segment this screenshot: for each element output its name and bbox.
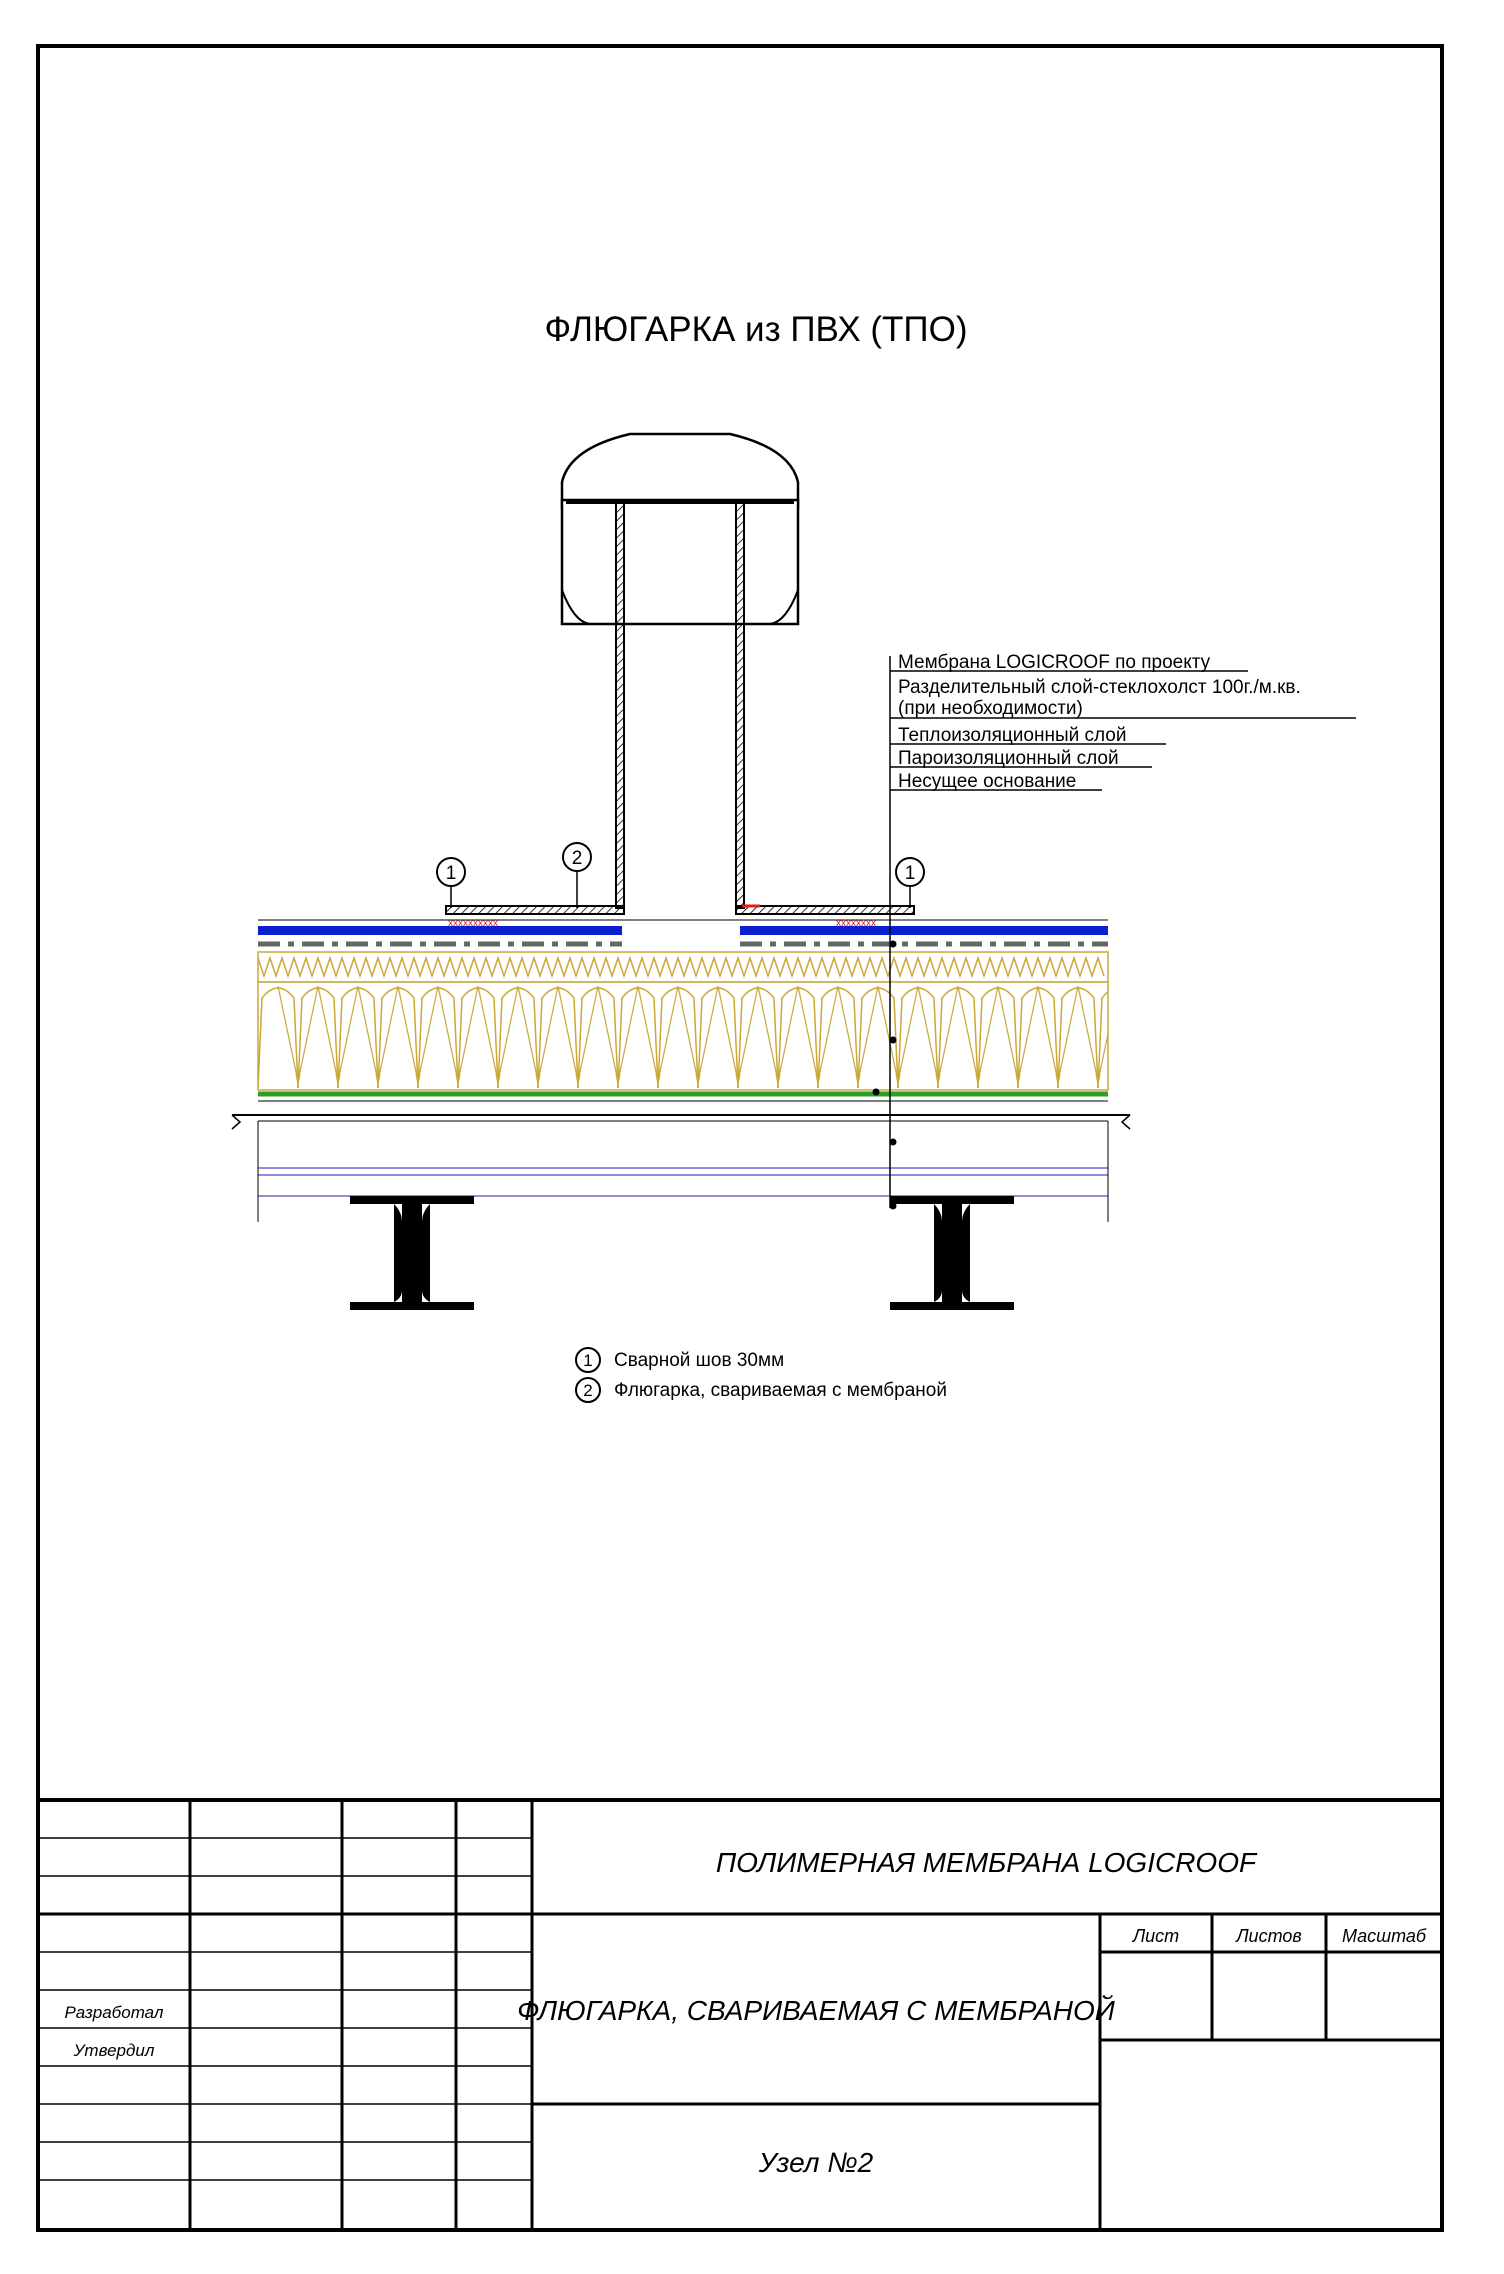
layer-label-deck: Несущее основание [898, 771, 1076, 792]
layer-label-vapour: Пароизоляционный слой [898, 748, 1119, 769]
insulation-board-top [257, 951, 1109, 983]
roof-section: xxxxxxxxxx xxxxxxxx Мембрана LOGICROOF п… [231, 432, 1356, 1310]
weld-marks-left: xxxxxxxxxx [448, 918, 498, 929]
stamp-sheet-label: Лист [1132, 1926, 1179, 1946]
stamp-scale-label: Масштаб [1342, 1926, 1427, 1946]
svg-text:1: 1 [446, 863, 457, 884]
insulation-layer [257, 981, 1109, 1091]
layer-leader [872, 656, 897, 1210]
i-beam-right [890, 1196, 1014, 1310]
weld-marks-right: xxxxxxxx [836, 918, 876, 929]
legend-num-1: 1 [583, 1351, 592, 1370]
drawing-title: ФЛЮГАРКА из ПВХ (ТПО) [545, 310, 968, 349]
vent-flange-right [735, 905, 915, 915]
title-block [38, 1798, 1442, 2230]
vent-pipe-right-wall [735, 499, 745, 909]
callout-2: 2 [562, 842, 592, 908]
legend-num-circle-1 [575, 1347, 601, 1373]
i-beam-left [350, 1196, 474, 1310]
stamp-node: Узел №2 [758, 2147, 874, 2178]
sheet-frame [36, 44, 1444, 2232]
stamp-developed-label: Разработал [64, 2003, 163, 2022]
vent-pipe-left-wall [615, 499, 625, 909]
legend-text-2: Флюгарка, свариваемая с мембраной [614, 1380, 947, 1401]
layer-labels: Мембрана LOGICROOF по проекту Разделител… [890, 652, 1356, 792]
vent-cap-body [560, 498, 800, 626]
layer-label-separation: Разделительный слой-стеклохолст 100г./м.… [898, 677, 1301, 698]
stamp-approved-label: Утвердил [73, 2041, 155, 2060]
stamp-company: ПОЛИМЕРНАЯ МЕМБРАНА LOGICROOF [716, 1847, 1258, 1878]
roof-vent-flyugarka: xxxxxxxxxx xxxxxxxx [445, 432, 915, 929]
vapour-barrier-layer [258, 1091, 1108, 1102]
layer-label-insulation: Теплоизоляционный слой [898, 725, 1126, 746]
deck-layer [231, 1114, 1131, 1222]
membrane-layer [258, 919, 1108, 935]
svg-text:2: 2 [572, 848, 583, 869]
vent-flange-left [445, 905, 625, 915]
legend-num-2: 2 [583, 1381, 592, 1400]
layer-label-separation-note: (при необходимости) [898, 698, 1083, 719]
vent-cap [560, 432, 800, 510]
svg-text:1: 1 [905, 863, 916, 884]
legend-num-circle-2 [575, 1377, 601, 1403]
stamp-drawing-name: ФЛЮГАРКА, СВАРИВАЕМАЯ С МЕМБРАНОЙ [517, 1994, 1116, 2026]
callout-1-right: 1 [895, 857, 925, 908]
legend: 1 Сварной шов 30мм 2 Флюгарка, свариваем… [575, 1347, 947, 1403]
callout-1-left: 1 [436, 857, 466, 908]
legend-text-1: Сварной шов 30мм [614, 1350, 784, 1371]
stamp-sheets-label: Листов [1235, 1926, 1302, 1946]
layer-label-membrane: Мембрана LOGICROOF по проекту [898, 652, 1211, 673]
